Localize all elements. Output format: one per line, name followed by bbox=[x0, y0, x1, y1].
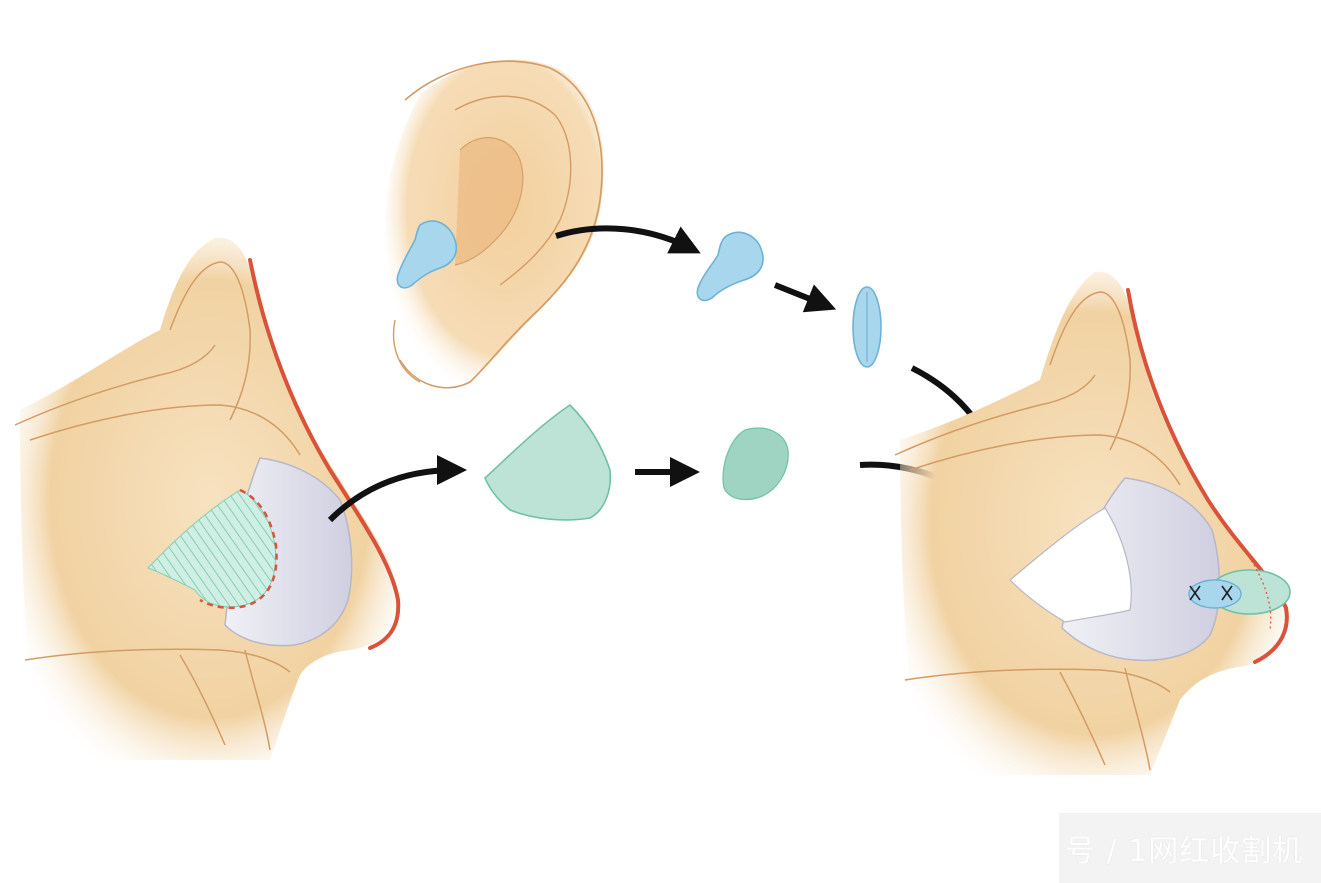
ear-helix-outline bbox=[399, 60, 603, 389]
recipient-nose-nasal-bone bbox=[1049, 291, 1131, 451]
donor-nose-nasal-bone bbox=[169, 261, 251, 421]
recipient-nose-cheek-line bbox=[909, 434, 1181, 486]
ear-antihelix bbox=[454, 95, 572, 286]
arrow-conchal-to-shield bbox=[773, 282, 837, 313]
recipient-septal-space bbox=[1009, 507, 1132, 623]
septal-graft bbox=[484, 403, 612, 521]
watermark: 号 / 1网红收割机 bbox=[1059, 813, 1321, 883]
donor-nose-brow-line bbox=[14, 344, 216, 426]
ear-lobe-line bbox=[392, 319, 421, 383]
suture-marks bbox=[1189, 585, 1233, 601]
donor-nose-nostril-line bbox=[179, 649, 271, 751]
donor-nose-illustration bbox=[14, 237, 401, 760]
recipient-nose-lower-lip-line bbox=[904, 668, 1171, 693]
shield-graft-in-place bbox=[1188, 579, 1242, 609]
ear-illustration bbox=[385, 59, 604, 389]
arrow-nose-to-septal-graft bbox=[327, 455, 467, 523]
ear-concha bbox=[454, 137, 524, 266]
recipient-nose-dotted-outline bbox=[1221, 519, 1272, 631]
donor-nose-cheek-line bbox=[29, 404, 301, 456]
shaped-septal-graft bbox=[722, 427, 789, 501]
recipient-nose-brow-line bbox=[894, 374, 1096, 456]
harvest-incision-dashed-line bbox=[199, 488, 278, 609]
recipient-nose-illustration bbox=[894, 271, 1291, 775]
donor-nose-skin bbox=[20, 237, 400, 760]
arrow-ear-to-conchal-graft bbox=[555, 225, 701, 254]
donor-nose-lower-lip-line bbox=[24, 648, 291, 673]
septal-cartilage-harvest-area bbox=[147, 489, 277, 608]
donor-nose-dorsum-rim bbox=[248, 258, 401, 650]
recipient-nose-nostril-line bbox=[1059, 667, 1151, 771]
conchal-graft bbox=[696, 231, 764, 302]
conchal-cartilage-harvest bbox=[396, 220, 458, 289]
recipient-nose-dorsum-rim bbox=[1126, 288, 1289, 664]
